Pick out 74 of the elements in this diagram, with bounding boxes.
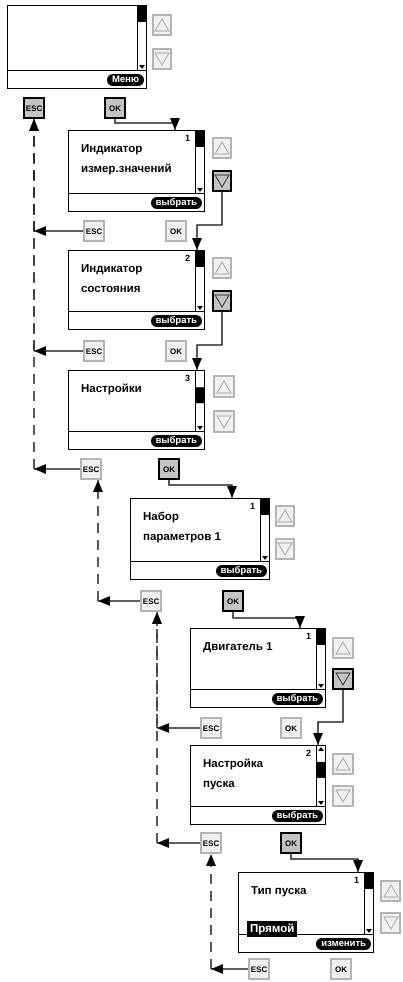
menu-heading: Индикатор измер.значений xyxy=(81,142,173,177)
arrow xyxy=(313,690,344,745)
lcd-screen xyxy=(238,872,374,953)
esc-key: ESC xyxy=(140,590,162,612)
page-number: 2 xyxy=(306,748,311,758)
softkey-label: изменить xyxy=(316,938,371,950)
menu-heading: Двигатель 1 xyxy=(203,640,274,655)
esc-key: ESC xyxy=(23,97,45,119)
scroll-up-key xyxy=(380,880,401,902)
scroll-down-key xyxy=(212,170,232,192)
page-number: 3 xyxy=(184,373,190,383)
scroll-down-key xyxy=(380,912,401,934)
menu-heading: Настройка пуска xyxy=(203,757,264,792)
scroll-up-key xyxy=(212,257,232,279)
lcd-screen xyxy=(68,370,205,450)
menu-heading: Набор параметров 1 xyxy=(143,510,222,545)
scroll-up-key xyxy=(275,505,295,527)
return-arrow xyxy=(206,854,248,974)
ok-key: OK xyxy=(165,340,187,362)
ok-key: OK xyxy=(165,220,187,242)
scroll-up-key xyxy=(213,375,235,398)
softkey-label: выбрать xyxy=(272,693,323,705)
lcd-screen xyxy=(7,5,147,89)
ok-key: OK xyxy=(330,958,352,980)
esc-key: ESC xyxy=(80,458,102,480)
lcd-screen xyxy=(190,745,326,825)
page-number: 2 xyxy=(184,253,190,263)
scroll-down-key xyxy=(332,785,354,807)
ok-key: OK xyxy=(222,590,244,612)
scroll-up-key xyxy=(212,137,232,159)
return-arrow xyxy=(93,480,140,606)
lcd-screen xyxy=(190,628,326,708)
page-number: 1 xyxy=(306,631,311,641)
return-arrow xyxy=(29,119,80,474)
esc-key: ESC xyxy=(200,717,222,739)
softkey-label: выбрать xyxy=(216,565,267,577)
return-arrow xyxy=(152,612,200,848)
arrow xyxy=(192,312,223,370)
ok-key: OK xyxy=(280,717,302,739)
page-number: 1 xyxy=(354,875,359,885)
lcd-screen xyxy=(68,130,205,212)
scroll-down-key xyxy=(332,668,354,690)
page-number: 1 xyxy=(250,501,255,511)
arrow xyxy=(290,854,363,872)
esc-key: ESC xyxy=(83,220,105,242)
softkey-label: выбрать xyxy=(272,810,323,822)
menu-heading: Индикатор состояния xyxy=(81,262,144,297)
scroll-up-key xyxy=(152,14,172,36)
arrow xyxy=(232,612,305,628)
menu-heading: Тип пуска xyxy=(251,884,308,899)
page-number: 1 xyxy=(184,133,190,143)
scroll-down-key xyxy=(275,538,295,560)
softkey-label: выбрать xyxy=(150,435,202,447)
softkey-label: Меню xyxy=(106,74,144,86)
scroll-down-key xyxy=(213,410,235,433)
softkey-label: выбрать xyxy=(150,315,202,327)
lcd-screen xyxy=(130,498,270,580)
menu-heading: Настройки xyxy=(81,382,143,397)
ok-key: OK xyxy=(158,458,180,480)
esc-key: ESC xyxy=(248,958,270,980)
selected-value: Прямой xyxy=(247,921,298,937)
scroll-up-key xyxy=(332,637,354,659)
ok-key: OK xyxy=(104,97,126,119)
scroll-down-key xyxy=(152,48,172,70)
scroll-down-key xyxy=(212,290,232,312)
softkey-label: выбрать xyxy=(150,197,202,209)
esc-key: ESC xyxy=(83,340,105,362)
arrow xyxy=(168,480,237,498)
arrow xyxy=(192,192,223,250)
scroll-up-key xyxy=(332,753,354,775)
ok-key: OK xyxy=(280,832,302,854)
esc-key: ESC xyxy=(200,832,222,854)
arrow xyxy=(114,118,180,130)
lcd-screen xyxy=(68,250,205,330)
